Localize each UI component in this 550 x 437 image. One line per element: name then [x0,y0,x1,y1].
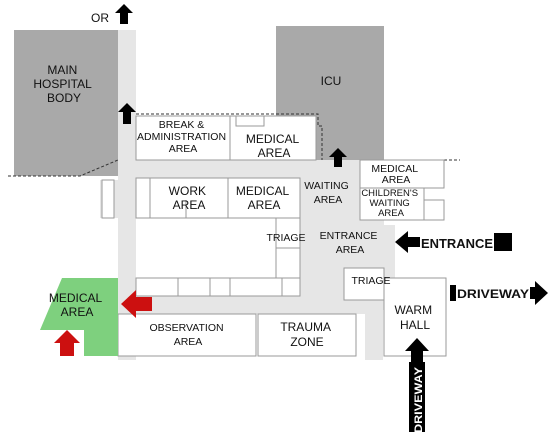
childrens-waiting-label: CHILDREN'S WAITING AREA [361,188,420,219]
driveway-right-arrow-tail [450,285,456,301]
medical-up-arrow-icon [54,330,80,356]
medical-green-label: MEDICAL AREA [49,291,105,319]
break-admin-label: BREAK & ADMINISTRATION AREA [137,119,229,155]
entrance-arrow-label: ENTRANCE [421,236,493,251]
dashed-boundary-left [8,159,119,177]
or-label: OR [91,11,109,25]
room-trauma [257,313,357,357]
driveway-bottom-label: DRIVEWAY [413,366,425,433]
corridor-main-vertical [118,30,136,360]
corridor-right-vertical [365,300,383,360]
driveway-up-arrow-icon [405,338,429,362]
room-row-4 [229,277,283,297]
labels: OR MAIN HOSPITAL BODY ICU BREAK & ADMINI… [33,11,529,433]
triage-left-label: TRIAGE [266,232,305,244]
room-row-5 [281,277,301,297]
medical-top-label: MEDICAL AREA [246,132,302,160]
red-arrows [54,290,152,356]
main-hospital-label: MAIN HOSPITAL BODY [33,63,94,105]
entrance-arrow-tail [494,233,512,251]
room-row-1 [135,277,179,297]
trauma-label: TRAUMA ZONE [280,320,333,349]
room-triage-right [343,267,385,301]
room-childrens-waiting [359,187,425,221]
triage-right-label: TRIAGE [351,275,390,287]
black-arrows [115,4,548,432]
rooms [101,115,447,357]
or-arrow-icon [115,4,133,24]
room-row-3 [209,277,231,297]
warm-hall-label: WARM HALL [395,303,436,332]
driveway-right-label: DRIVEWAY [457,287,529,301]
icu-up-arrow-icon [329,148,347,167]
main-hospital-block [14,30,118,176]
medical-center-label: MEDICAL AREA [236,184,292,212]
room-work-area [149,177,229,219]
room-row-2 [177,277,211,297]
driveway-up-arrow-shaft [409,362,425,432]
driveway-right-arrow-icon [530,281,548,305]
icu-label: ICU [321,74,342,88]
observation-label: OBSERVATION AREA [149,322,226,348]
work-area-label: WORK AREA [169,184,210,212]
room-observation [117,313,257,357]
corridor-up-arrow-icon [118,103,136,124]
room-medical-center [227,177,301,219]
dashed-boundary-top [136,113,323,160]
medical-right-label: MEDICAL AREA [371,163,420,186]
room-medical-top-notch [235,115,265,127]
waiting-label: WAITING AREA [304,180,351,206]
medical-area-green [40,278,118,356]
entrance-arrow-icon [395,231,420,253]
medical-left-arrow-icon [121,290,152,318]
entrance-area-label: ENTRANCE AREA [320,230,381,256]
room-stub-left [101,179,115,219]
room-break-admin [135,115,231,161]
room-small-right [423,199,445,221]
room-work-left [135,177,151,219]
